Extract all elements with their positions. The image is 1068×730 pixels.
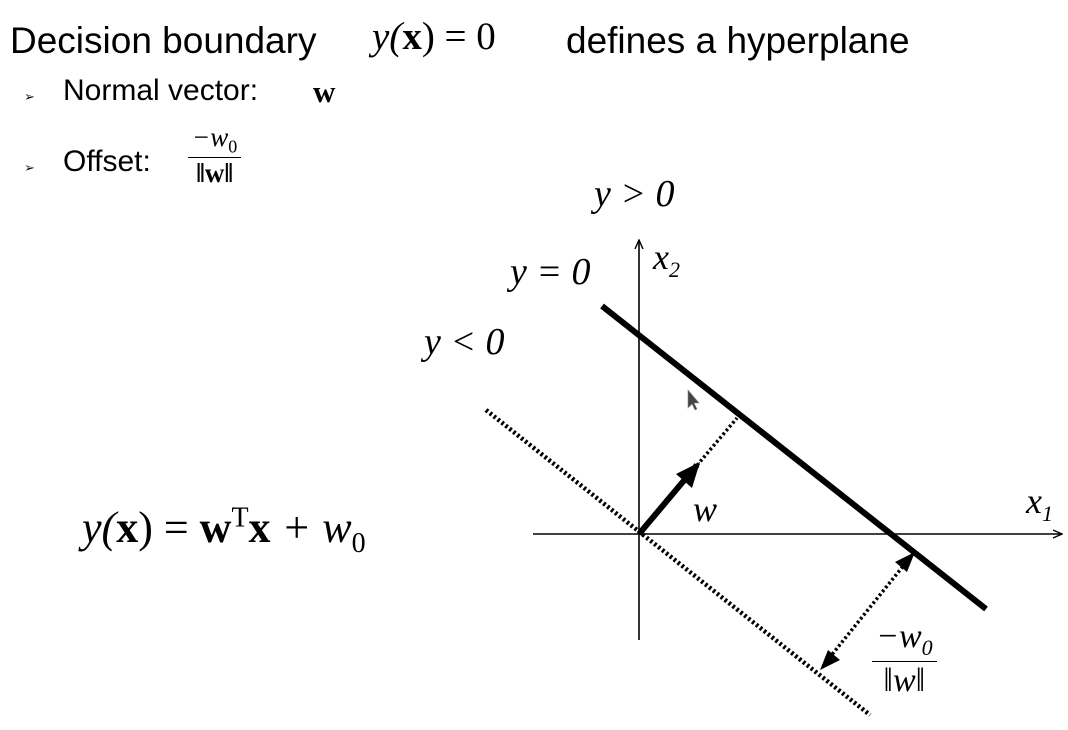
bullet-arrow-icon: ➢ <box>24 89 35 104</box>
offset-fraction-label: −w0 ‖w‖ <box>872 618 937 700</box>
title-prefix: Decision boundary <box>10 20 317 61</box>
mouse-cursor-icon <box>687 389 700 411</box>
y-axis-label: x2 <box>653 237 680 283</box>
bullet-normal-vector-value: w <box>313 74 336 109</box>
region-label-positive: y > 0 <box>594 173 675 215</box>
linear-discriminant-equation: y(x) = wTx + w0 <box>82 502 366 559</box>
parallel-line-through-origin <box>484 408 872 717</box>
bullet-offset-label: Offset: <box>63 145 151 178</box>
title-equation: y(x) = 0 <box>372 15 496 58</box>
normal-vector-label: w <box>693 489 718 529</box>
bullet-offset-fraction: −w0 ‖w‖ <box>188 122 242 189</box>
bullet-arrow-icon: ➢ <box>24 160 35 175</box>
offset-arrowhead-top <box>895 552 915 572</box>
region-label-negative: y < 0 <box>424 321 505 363</box>
normal-vector-arrowhead <box>676 462 700 488</box>
region-label-boundary: y = 0 <box>510 251 591 293</box>
decision-boundary-line <box>600 303 988 612</box>
bullet-normal-vector-label: Normal vector: <box>63 74 259 107</box>
offset-arrowhead-bottom <box>820 650 840 670</box>
offset-dotted-arrow <box>824 558 910 664</box>
title-suffix: defines a hyperplane <box>566 20 910 61</box>
x-axis-label: x1 <box>1026 481 1053 527</box>
